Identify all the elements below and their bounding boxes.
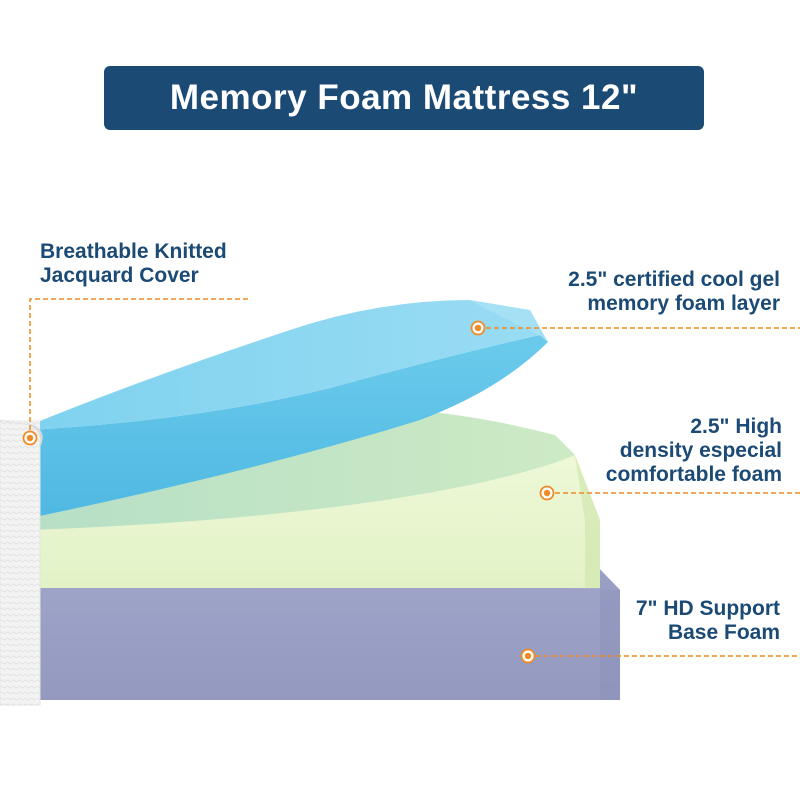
knitted-cover (0, 419, 43, 706)
gel-callout-line2: memory foam layer (587, 292, 780, 315)
base-callout-label: 7" HD Support Base Foam (636, 597, 780, 645)
gel-callout-line1: 2.5" certified cool gel (568, 268, 780, 291)
title-banner: Memory Foam Mattress 12" (104, 66, 704, 130)
density-callout-line3: comfortable foam (605, 463, 782, 486)
gel-foam-layer (30, 300, 548, 518)
density-callout-line1: 2.5" High (690, 415, 782, 438)
callout-dots (22, 320, 555, 664)
callout-lines (29, 298, 800, 657)
density-callout-line2: density especial (619, 439, 782, 462)
page-title: Memory Foam Mattress 12" (169, 78, 639, 117)
density-callout-label: 2.5" High density especial comfortable f… (606, 415, 782, 487)
cover-callout-line2: Jacquard Cover (40, 264, 199, 287)
cover-callout-line (29, 298, 248, 432)
base-callout-line2: Base Foam (667, 621, 780, 644)
base-callout-line1: 7" HD Support (635, 597, 780, 620)
cover-callout-line1: Breathable Knitted (40, 240, 227, 263)
cover-callout-label: Breathable Knitted Jacquard Cover (40, 240, 227, 288)
gel-callout-label: 2.5" certified cool gel memory foam laye… (568, 268, 780, 316)
